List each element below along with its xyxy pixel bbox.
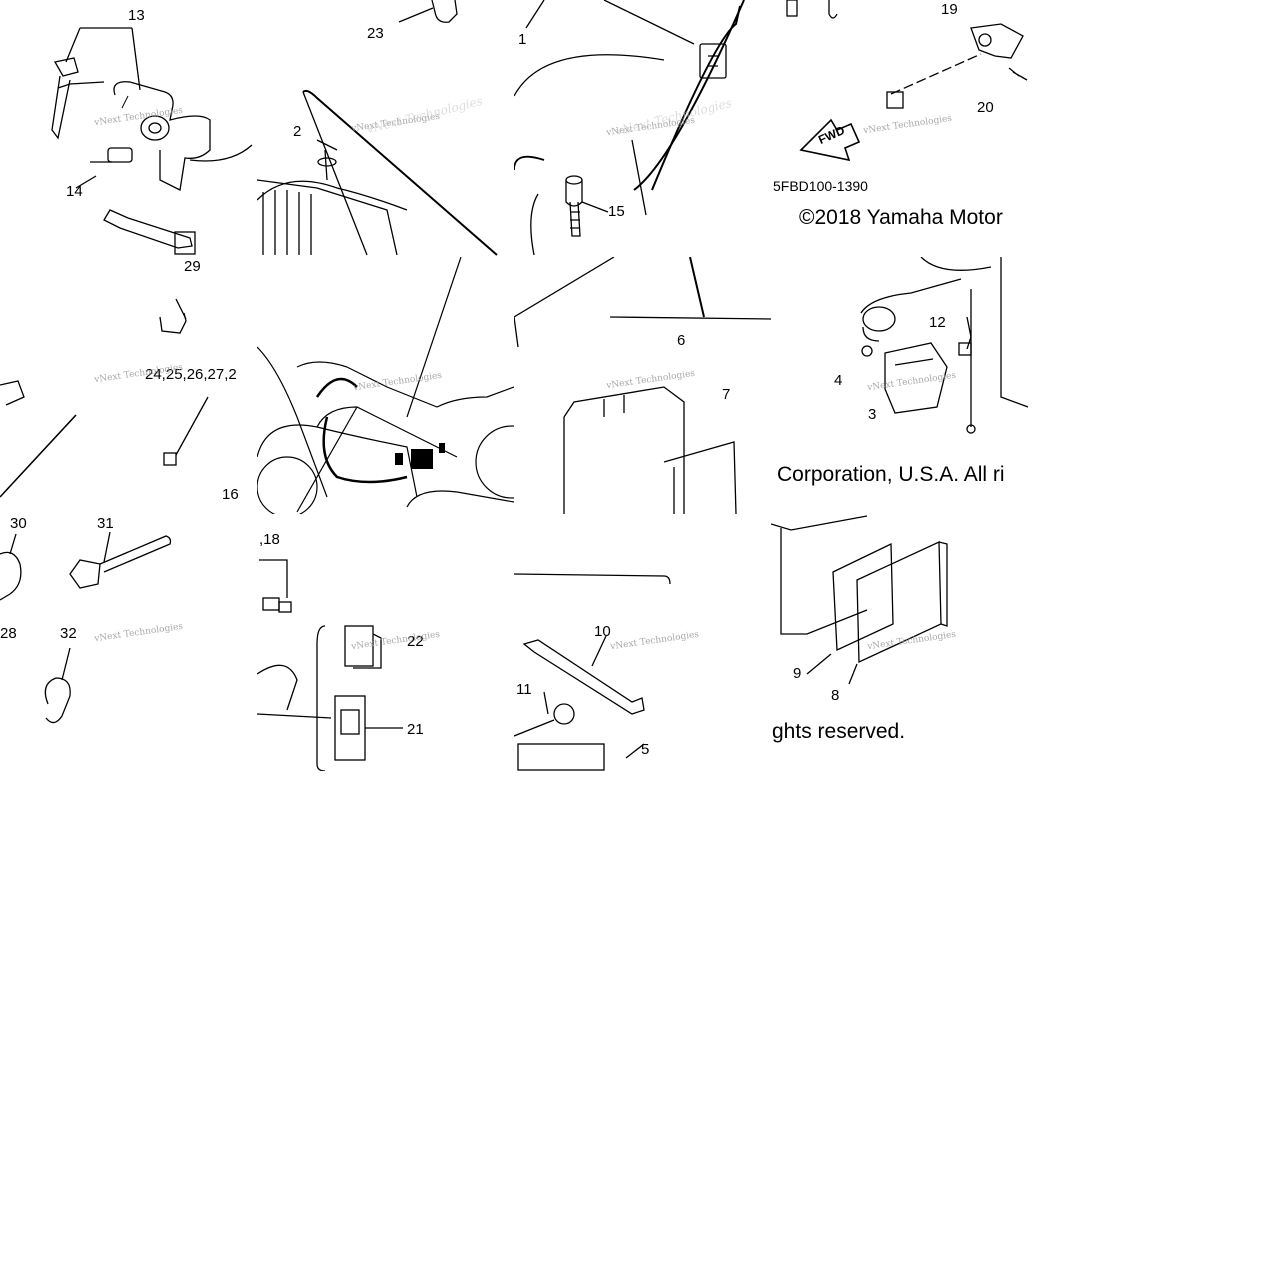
battery-pads-drawing: [771, 515, 948, 685]
diagram-tile-r1c2: 23 2 vNext Technologies vNext Technologi…: [257, 0, 514, 257]
callout-15: 15: [608, 203, 625, 220]
diagram-tile-r3c3: 10 11 5 vNext Technologies: [514, 514, 771, 771]
diagram-tile-r3c2: ,18 22 21 vNext Technologies: [257, 514, 514, 771]
regulator-drawing: [257, 0, 498, 256]
diagram-tile-r1c4: 19 20 FWD vNext Technologies 5FBD100-139…: [771, 0, 1028, 257]
clamps-drawing: [0, 531, 172, 724]
diagram-tile-r2c1: 29 24,25,26,27,2 16 vNext Technologies: [0, 257, 257, 514]
starter-relay-drawing: [860, 257, 1028, 434]
callout-11: 11: [516, 681, 532, 698]
copyright-line-3: ghts reserved.: [772, 720, 906, 743]
diagram-tile-r2c3: 6 7 vNext Technologies: [514, 257, 771, 514]
callout-4: 4: [834, 372, 843, 389]
callout-5: 5: [641, 741, 650, 758]
callout-21: 21: [407, 721, 424, 738]
callout-22: 22: [407, 633, 424, 650]
callout-8: 8: [831, 687, 840, 704]
callout-19: 19: [941, 1, 958, 18]
motorcycle-overview-drawing: [257, 257, 514, 514]
callout-28: 28: [0, 625, 17, 642]
callout-13: 13: [128, 7, 145, 24]
diagram-tile-r1c1: 13 14 vNext Technologies: [0, 0, 257, 257]
callout-23: 23: [367, 25, 384, 42]
callout-12: 12: [929, 314, 946, 331]
diagram-tile-r3c1: 30 31 28 32 vNext Technologies: [0, 514, 257, 771]
part-code: 5FBD100-1390: [773, 178, 868, 194]
diagram-tile-r2c2: vNext Technologies: [257, 257, 514, 514]
callout-29: 29: [184, 258, 201, 275]
diagram-tile-r1c3: 1 15 vNext Technologies vNext Technologi…: [514, 0, 771, 257]
copyright-line-2: Corporation, U.S.A. All ri: [777, 463, 1005, 486]
sensor-19-drawing: [786, 0, 1028, 162]
copyright-line-1: ©2018 Yamaha Motor: [799, 206, 1003, 229]
callout-9: 9: [793, 665, 802, 682]
callout-1: 1: [518, 31, 527, 48]
callout-3: 3: [868, 406, 877, 423]
clamp-29-drawing: [0, 298, 209, 498]
callout-16: 16: [222, 486, 239, 503]
relays-drawing: [257, 559, 403, 771]
callout-17-18: ,18: [259, 531, 280, 548]
callout-24-27: 24,25,26,27,2: [145, 366, 237, 383]
diagram-tile-r3c4: 9 8 vNext Technologies ghts reserved.: [771, 514, 1028, 771]
callout-31: 31: [97, 515, 114, 532]
diagram-tile-r2c4: 12 4 3 vNext Technologies Corporation, U…: [771, 257, 1028, 514]
callout-14: 14: [66, 183, 83, 200]
callout-20: 20: [977, 99, 994, 116]
battery-band-drawing: [514, 573, 671, 771]
callout-10: 10: [594, 623, 611, 640]
switch-15-drawing: [514, 0, 745, 256]
callout-30: 30: [10, 515, 27, 532]
battery-box-drawing: [514, 257, 771, 514]
callout-6: 6: [677, 332, 686, 349]
callout-2: 2: [293, 123, 302, 140]
key-switch-drawing: [51, 27, 253, 255]
callout-32: 32: [60, 625, 77, 642]
callout-7: 7: [722, 386, 731, 403]
